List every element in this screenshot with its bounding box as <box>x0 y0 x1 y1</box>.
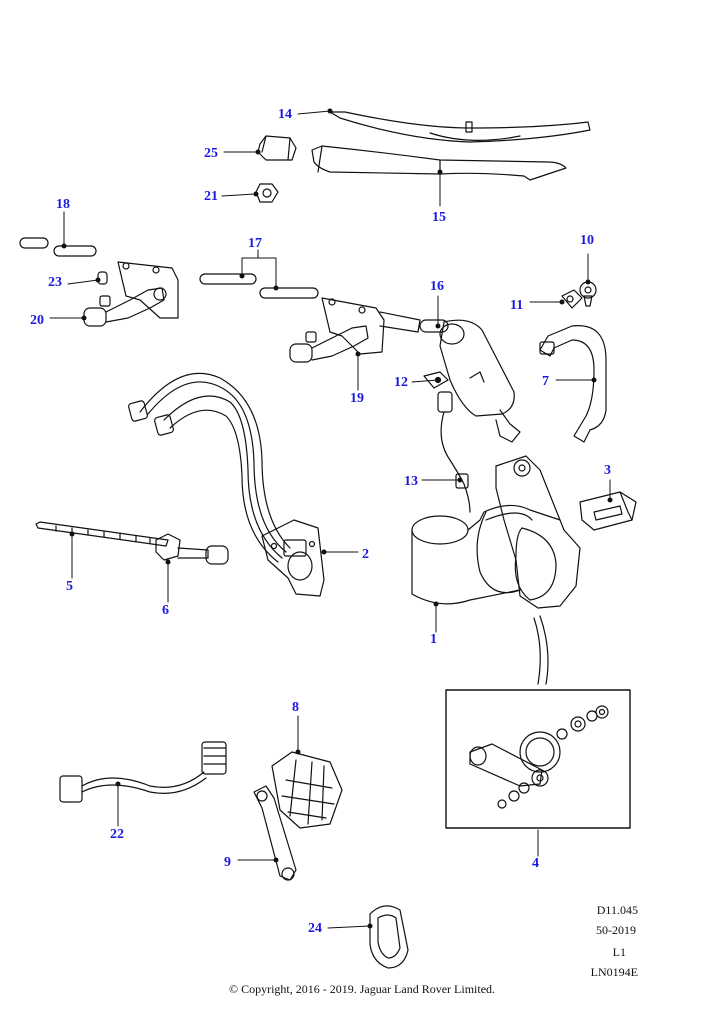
mounting-strap <box>539 325 607 443</box>
callout-21: 21 <box>204 189 218 204</box>
callout-11: 11 <box>510 298 524 313</box>
grommet <box>369 905 409 969</box>
callout-4: 4 <box>532 856 539 871</box>
callout-2: 2 <box>362 547 369 562</box>
callout-12: 12 <box>394 375 408 390</box>
wiper-spindle-housing <box>419 319 521 443</box>
cable-ferrule <box>155 533 229 565</box>
diagram-level: L1 <box>612 945 626 959</box>
callout-17: 17 <box>248 236 262 251</box>
callout-6: 6 <box>162 603 169 618</box>
callout-5: 5 <box>66 579 73 594</box>
diagram-reference: LN0194E <box>590 965 638 979</box>
callout-8: 8 <box>292 700 299 715</box>
drive-rack-cable <box>35 521 169 547</box>
motor-cover <box>579 491 637 531</box>
leader-lines <box>49 108 613 929</box>
callout-1: 1 <box>430 632 437 647</box>
diagram-code: D11.045 <box>596 903 638 917</box>
callout-25: 25 <box>204 146 218 161</box>
nut <box>255 183 279 203</box>
gear-assembly-inset <box>445 689 631 829</box>
callout-7: 7 <box>542 374 549 389</box>
callout-3: 3 <box>604 463 611 478</box>
wiper-blade <box>329 111 591 143</box>
hose-pieces-middle <box>199 273 319 299</box>
hose-pieces-left <box>19 237 97 257</box>
arm-cap <box>257 135 297 161</box>
copyright-notice: © Copyright, 2016 - 2019. Jaguar Land Ro… <box>228 982 496 996</box>
bolt <box>579 281 597 307</box>
callout-10: 10 <box>580 233 594 248</box>
link-harness <box>59 741 227 803</box>
washer-jet-right <box>289 297 421 363</box>
wiring-harness <box>128 372 291 563</box>
callout-18: 18 <box>56 197 70 212</box>
callout-24: 24 <box>308 921 322 936</box>
motor-cable <box>437 391 471 513</box>
callout-16: 16 <box>430 279 444 294</box>
wiper-motor <box>411 455 581 685</box>
callout-22: 22 <box>110 827 124 842</box>
link-arm <box>253 785 297 881</box>
callout-19: 19 <box>350 391 364 406</box>
callout-9: 9 <box>224 855 231 870</box>
washer-jet-left <box>83 261 179 327</box>
callout-14: 14 <box>278 107 292 122</box>
callout-23: 23 <box>48 275 62 290</box>
callout-15: 15 <box>432 210 446 225</box>
motor-mounting-plate <box>261 519 325 597</box>
callout-13: 13 <box>404 474 418 489</box>
grid-plate <box>271 751 343 829</box>
callout-20: 20 <box>30 313 44 328</box>
wiper-arm <box>311 145 567 181</box>
spring-clip <box>561 289 583 309</box>
diagram-date: 50-2019 <box>596 923 636 937</box>
